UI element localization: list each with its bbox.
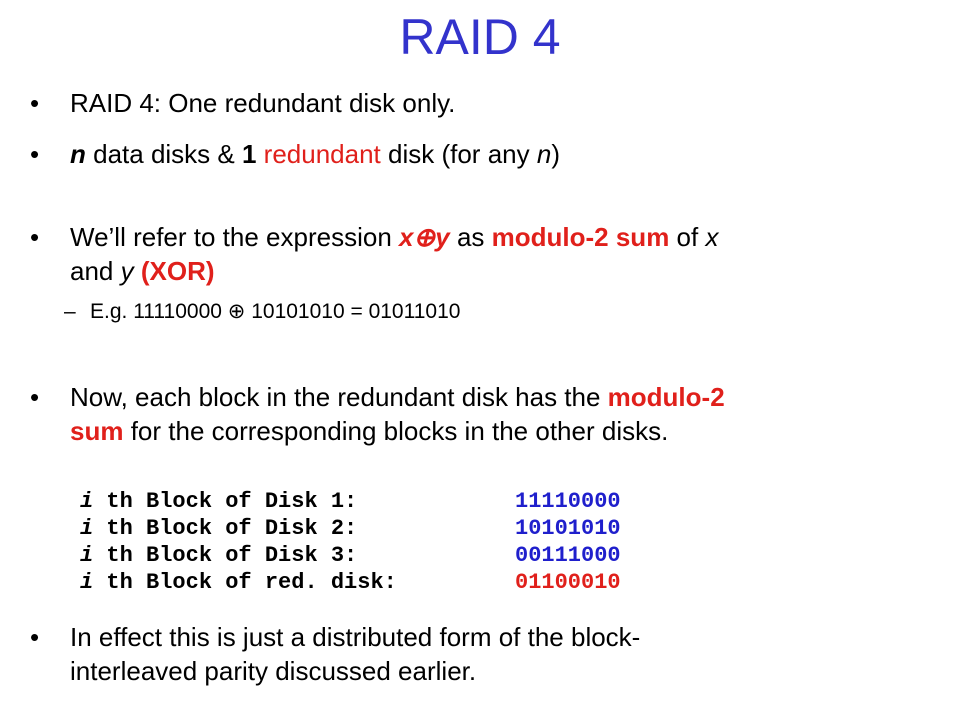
i-symbol: i — [80, 570, 94, 595]
one-symbol: 1 — [241, 139, 257, 169]
modulo-2-term: modulo-2 — [607, 382, 725, 412]
redundant-word: redundant — [263, 139, 381, 169]
label-text: th Block of Disk 3: — [93, 543, 358, 568]
bullet-text: In effect this is just a distributed for… — [70, 620, 640, 688]
block-value: 00111000 — [515, 543, 621, 568]
text-span: In effect this is just a distributed for… — [70, 622, 641, 652]
n-symbol: n — [70, 139, 86, 169]
bullet-dot: • — [30, 622, 40, 652]
bullet-dot: • — [30, 222, 40, 252]
bullet-dot: • — [30, 139, 40, 169]
text-span: We’ll refer to the expression — [70, 222, 399, 252]
dash-marker: – — [64, 300, 76, 323]
bullet-dot: • — [30, 88, 40, 118]
text-span: interleaved parity discussed earlier. — [70, 656, 477, 686]
bullet-text: Now, each block in the redundant disk ha… — [70, 380, 725, 448]
xor-term: (XOR) — [140, 256, 215, 286]
y-symbol: y — [120, 256, 134, 286]
x-symbol: x — [705, 222, 719, 252]
block-value: 10101010 — [515, 516, 621, 541]
i-symbol: i — [80, 489, 94, 514]
bullet-redundant-block: • Now, each block in the redundant disk h… — [30, 380, 725, 448]
text-span: for the corresponding blocks in the othe… — [123, 416, 669, 446]
bullet-text: n data disks & 1 redundant disk (for any… — [70, 137, 560, 171]
example-text: E.g. 11110000 ⊕ 10101010 = 01011010 — [90, 300, 461, 323]
i-symbol: i — [80, 516, 94, 541]
block-row: i th Block of Disk 1:11110000 — [80, 488, 621, 515]
i-symbol: i — [80, 543, 94, 568]
bullet-text: We’ll refer to the expression x⊕y as mod… — [70, 220, 718, 288]
text-span: data disks & — [85, 139, 242, 169]
block-row: i th Block of Disk 2:10101010 — [80, 515, 621, 542]
bullet-disk-count: • n data disks & 1 redundant disk (for an… — [30, 137, 560, 171]
bullet-distributed-form: • In effect this is just a distributed fo… — [30, 620, 640, 688]
block-values-table: i th Block of Disk 1:11110000 i th Block… — [80, 488, 621, 596]
bullet-text: RAID 4: One redundant disk only. — [70, 88, 456, 118]
block-label: i th Block of Disk 1: — [80, 488, 515, 515]
text-span: and — [70, 256, 121, 286]
block-value: 11110000 — [515, 489, 621, 514]
bullet-dot: • — [30, 382, 40, 412]
text-span: ) — [551, 139, 560, 169]
block-label: i th Block of Disk 3: — [80, 542, 515, 569]
text-span: disk (for any — [380, 139, 537, 169]
bullet-xor-definition: • We’ll refer to the expression x⊕y as mo… — [30, 220, 718, 288]
example-sub-bullet: –E.g. 11110000 ⊕ 10101010 = 01011010 — [64, 298, 461, 326]
label-text: th Block of red. disk: — [93, 570, 397, 595]
bullet-raid4-definition: • RAID 4: One redundant disk only. — [30, 86, 455, 120]
block-label: i th Block of Disk 2: — [80, 515, 515, 542]
modulo-2-sum-term: modulo-2 sum — [491, 222, 670, 252]
block-row: i th Block of Disk 3:00111000 — [80, 542, 621, 569]
text-span: of — [669, 222, 706, 252]
label-text: th Block of Disk 2: — [93, 516, 358, 541]
block-row: i th Block of red. disk:01100010 — [80, 569, 621, 596]
n-symbol-2: n — [536, 139, 552, 169]
slide-title: RAID 4 — [399, 9, 561, 65]
text-span: Now, each block in the redundant disk ha… — [70, 382, 608, 412]
text-span: as — [449, 222, 492, 252]
block-label: i th Block of red. disk: — [80, 569, 515, 596]
sum-term: sum — [70, 416, 124, 446]
xor-expression: x⊕y — [399, 222, 450, 252]
redundant-block-value: 01100010 — [515, 570, 621, 595]
label-text: th Block of Disk 1: — [93, 489, 358, 514]
